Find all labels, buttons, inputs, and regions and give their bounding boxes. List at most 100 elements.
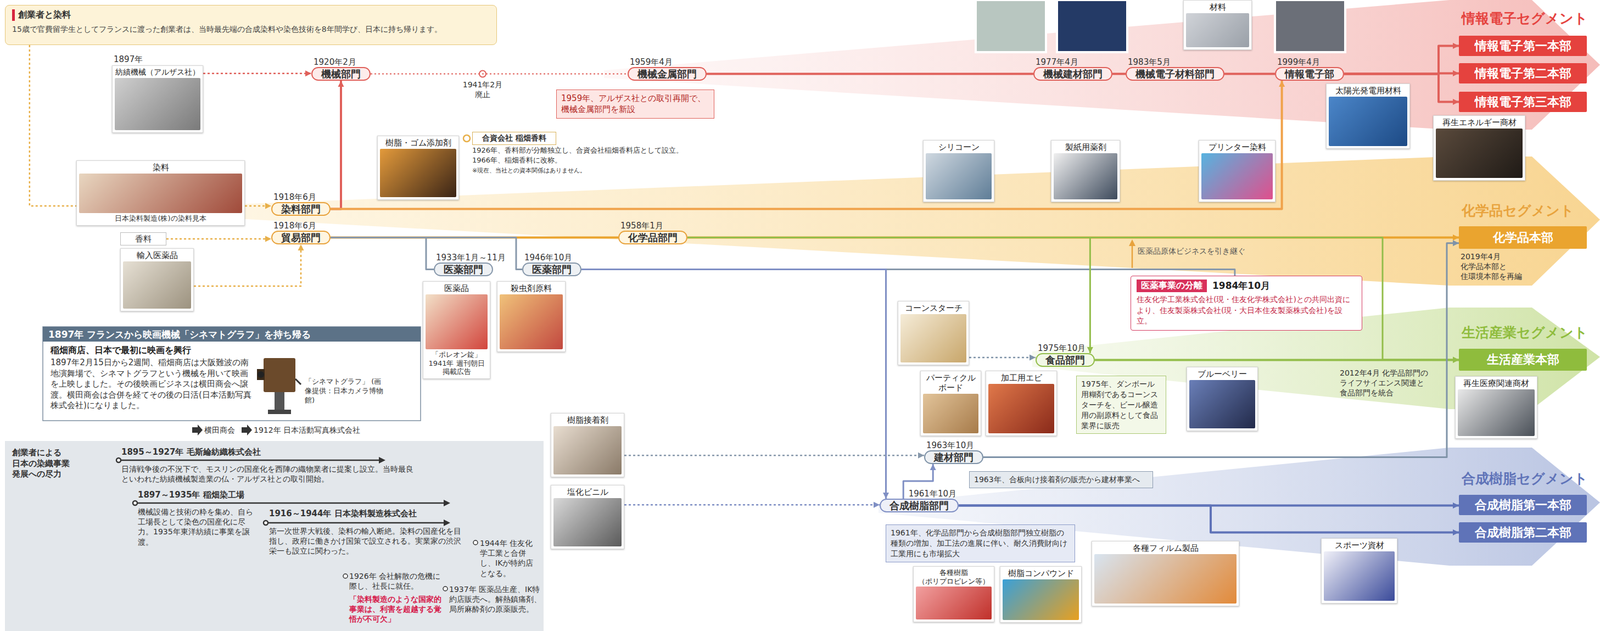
- arrow-head: [298, 244, 305, 251]
- arrow-icon: [192, 424, 203, 436]
- division-name: 医薬部門: [443, 264, 484, 275]
- photo-card: 輸入医薬品: [120, 248, 194, 312]
- note-label: 1926年、香料部が分離独立し、合資会社稲畑香料店として設立。: [472, 146, 684, 156]
- date-label: 1918年6月: [273, 192, 317, 203]
- card-label: 加工用エビ: [988, 372, 1055, 383]
- photo: [915, 586, 992, 620]
- arrow-head: [873, 501, 880, 508]
- connector-line: [330, 237, 434, 270]
- arrow-head: [265, 203, 272, 210]
- arrow-head: [338, 80, 345, 87]
- arrow-head: [1452, 42, 1459, 49]
- connector: [203, 70, 312, 77]
- date-label: 1918年6月: [273, 220, 317, 232]
- panel-heading: 創業者による 日本の染織事業 発展への尽力: [12, 447, 95, 480]
- photo: [1094, 554, 1237, 604]
- arrow-head: [1029, 354, 1036, 361]
- panel-ground: [4, 440, 544, 631]
- arrow-head: [1452, 98, 1459, 105]
- panel-text: 1897年2月15日から2週間、稲畑商店は大阪難波の南地演舞場で、シネマトグラフ…: [50, 357, 254, 412]
- division-name: 建材部門: [933, 452, 974, 463]
- date-label: 1933年1月～11月: [435, 252, 506, 264]
- note-label: 「染料製造のような国家的事業は、利害を超越する覚悟が不可欠」: [349, 594, 444, 625]
- segment-band: [603, 0, 1600, 130]
- photo: [1457, 389, 1535, 436]
- connector: [166, 236, 272, 243]
- photo-card: 再生医療関連商材: [1455, 376, 1538, 439]
- photo-card: 材料: [1183, 0, 1252, 50]
- photo: [1056, 0, 1128, 53]
- connector: [193, 244, 305, 287]
- connector: [29, 45, 77, 206]
- headquarters-box: 情報電子第二本部: [1458, 63, 1587, 84]
- division-pill: 1920年2月機械部門: [311, 66, 371, 81]
- note-label: 合成樹脂セグメント: [1461, 470, 1588, 489]
- division-name: 機械部門: [321, 69, 361, 80]
- arrow-head: [930, 463, 937, 471]
- connector: [624, 452, 925, 459]
- story-panel: 1897年 フランスから映画機械「シネマトグラフ」を持ち帰る稲畑商店、日本で最初…: [42, 326, 421, 421]
- box-label: 香料: [135, 233, 152, 245]
- headquarters-name: 合成樹脂第二本部: [1474, 524, 1572, 541]
- arrow-head: [1452, 239, 1459, 246]
- division-pill: 1946年10月医薬部門: [522, 262, 582, 277]
- division-pill: 1918年6月貿易部門: [271, 230, 331, 245]
- arrow-head: [443, 499, 451, 507]
- note-box: 1961年、化学品部門から合成樹脂部門独立樹脂の種類の増加、加工法の進展に伴い、…: [885, 524, 1076, 563]
- connector: [244, 203, 272, 210]
- connector-line: [1224, 73, 1275, 76]
- division-pill: 1963年10月建材部門: [924, 450, 984, 464]
- division-name: 機械金属部門: [637, 69, 697, 80]
- photo: [79, 173, 243, 214]
- connector: [330, 80, 1285, 210]
- division-pill: 1918年6月染料部門: [271, 202, 331, 216]
- photo-card: 各種樹脂 （ポリプロピレン等）: [913, 566, 995, 623]
- arrow-head: [1452, 234, 1459, 241]
- note-box: 1963年、合板向け接着剤の販売から建材事業へ: [969, 471, 1154, 489]
- date-label: 1999年4月: [1277, 57, 1320, 68]
- photo-card: 塩化ビニル: [550, 484, 625, 550]
- card-label: 医薬品: [425, 283, 488, 294]
- note-label: 情報電子セグメント: [1461, 9, 1588, 29]
- arrow-head: [1128, 239, 1136, 246]
- note-label: 2012年4月 化学品部門の ライフサイエンス関連と 食品部門を統合: [1339, 367, 1437, 399]
- callout-badge: 医薬事業の分離: [1136, 279, 1207, 293]
- photo: [1053, 153, 1118, 200]
- note-box: 1975年、ダンボール用糊剤であるコーンスターチを、ビール醸造用の副原料として食…: [1076, 375, 1167, 434]
- card-label: ブルーベリー: [1189, 368, 1256, 379]
- box-label: 合資会社 稲畑香料: [482, 133, 547, 144]
- photo-card: 殺虫剤原料: [496, 281, 566, 352]
- division-pill: 1975年10月食品部門: [1035, 353, 1095, 367]
- connector-line: [1344, 46, 1459, 75]
- headquarters-name: 情報電子第一本部: [1474, 37, 1572, 55]
- card-label: コーンスターチ: [900, 303, 967, 313]
- division-name: 食品部門: [1045, 355, 1085, 366]
- photo: [553, 426, 622, 475]
- date-label: 1959年4月: [629, 57, 673, 68]
- arrow-head: [305, 70, 312, 77]
- photo: [1323, 551, 1395, 601]
- callout-text: 住友化学工業株式会社(現・住友化学株式会社)との共同出資により、住友製薬株式会社…: [1136, 294, 1357, 327]
- photo: [1435, 128, 1523, 178]
- date-label: 1946年10月: [524, 252, 573, 264]
- division-name: 貿易部門: [281, 232, 321, 243]
- note-label: 機械設備と技術の粋を集め、自ら工場長として染色の国産化に尽力。1935年東洋紡績…: [137, 506, 256, 547]
- headquarters-box: 合成樹脂第一本部: [1458, 494, 1587, 516]
- note-label: 1912年 日本活動写真株式会社: [253, 424, 361, 435]
- arrow-head: [882, 492, 889, 499]
- card-label: 樹脂コンパウンド: [1002, 568, 1079, 579]
- connector-line: [687, 237, 1090, 354]
- card-label: 太陽光発電用材料: [1328, 85, 1408, 96]
- note-text: 1975年、ダンボール用糊剤であるコーンスターチを、ビール醸造用の副原料として食…: [1081, 378, 1162, 431]
- note-label: 1937年 医薬品生産、IK特約店販売へ。解熱鎮痛剤、局所麻酔剤の原薬販売。: [449, 584, 542, 615]
- card-label: 染料: [79, 162, 243, 173]
- photo-card: 各種フィルム製品: [1091, 540, 1240, 607]
- photo: [1201, 153, 1273, 200]
- headquarters-box: 情報電子第一本部: [1458, 35, 1587, 57]
- date-label: 1963年10月: [926, 440, 975, 451]
- note-text: 1959年、アルザス社との取引再開で、機械金属部門を新設: [561, 92, 710, 116]
- headquarters-box: 化学品本部: [1458, 226, 1587, 249]
- arrow-head: [443, 519, 451, 527]
- card-label: 再生医療関連商材: [1457, 378, 1535, 389]
